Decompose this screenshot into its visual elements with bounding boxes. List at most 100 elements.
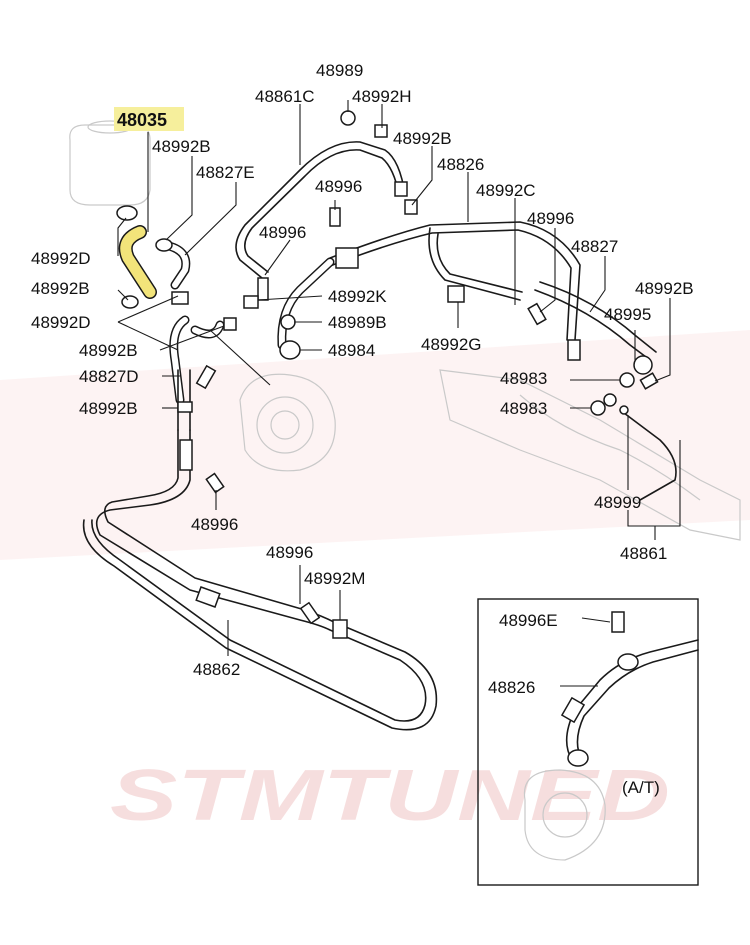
hose-48827d-b-inner bbox=[192, 322, 223, 337]
inset-pump-pulley-ghost bbox=[542, 792, 588, 838]
pipe-48862-outer bbox=[91, 429, 427, 722]
nut-48989 bbox=[340, 110, 356, 126]
lead-48827e bbox=[184, 182, 237, 256]
pump-pulley-inner-ghost bbox=[270, 410, 300, 440]
fitting-48983-b2 bbox=[603, 393, 617, 407]
gear-housing-ghost-2 bbox=[519, 394, 701, 501]
washer-48989b bbox=[280, 314, 296, 330]
bolt-48996-top bbox=[329, 207, 341, 227]
fitting-48984 bbox=[279, 340, 301, 360]
clamp-48992b-left2 bbox=[223, 317, 237, 331]
label-48861c: 48861C bbox=[255, 87, 315, 106]
lead-48992b-top bbox=[165, 156, 193, 241]
watermark-text: STMTUNED bbox=[110, 756, 670, 836]
pipe-48826-3 bbox=[428, 227, 521, 301]
background-components bbox=[69, 120, 741, 861]
label-48996-low: 48996 bbox=[191, 515, 238, 534]
label-48989b: 48989B bbox=[328, 313, 387, 332]
label-48827e: 48827E bbox=[196, 163, 255, 182]
clip-48992m bbox=[332, 619, 348, 639]
hose-48827-2 bbox=[539, 281, 657, 353]
clip-48826-body bbox=[335, 247, 359, 269]
leader-lines bbox=[117, 100, 681, 656]
label-48996e: 48996E bbox=[499, 611, 558, 630]
label-48861: 48861 bbox=[620, 544, 667, 563]
pipe-48861c-2 bbox=[244, 149, 400, 273]
pipe-48861 bbox=[619, 409, 677, 501]
label-48999: 48999 bbox=[594, 493, 641, 512]
lead-48992b-far-right bbox=[654, 298, 671, 382]
clamp-48992d-mid bbox=[171, 291, 189, 305]
clamp-48992b-left3 bbox=[177, 401, 193, 413]
fitting-48995 bbox=[633, 355, 653, 375]
lead-48996-right bbox=[539, 228, 556, 313]
lead-48992d-top bbox=[117, 217, 127, 256]
gear-housing-ghost bbox=[439, 369, 741, 541]
label-48992b-left2: 48992B bbox=[79, 341, 138, 360]
label-48992b-left: 48992B bbox=[31, 279, 90, 298]
lead-48996-mid bbox=[264, 239, 291, 276]
label-48826: 48826 bbox=[437, 155, 484, 174]
label-48035: 48035 bbox=[117, 110, 167, 130]
label-48992m: 48992M bbox=[304, 569, 365, 588]
label-48996-right: 48996 bbox=[527, 209, 574, 228]
bolt-48996-mid bbox=[257, 277, 269, 301]
lead-48992d-mid bbox=[117, 295, 179, 323]
label-48992k: 48992K bbox=[328, 287, 387, 306]
clip-48827d-end bbox=[195, 364, 217, 390]
label-48995: 48995 bbox=[604, 305, 651, 324]
inset-at: (A/T) bbox=[477, 598, 699, 886]
clamp-48992b-top bbox=[155, 238, 173, 252]
lead-48992b-left2 bbox=[159, 325, 225, 351]
label-48992b-top: 48992B bbox=[152, 137, 211, 156]
label-48989: 48989 bbox=[316, 61, 363, 80]
pipe-48826-4 bbox=[436, 233, 523, 293]
label-48992b-left3: 48992B bbox=[79, 399, 138, 418]
lead-48992b-left bbox=[117, 289, 129, 301]
inset-bolt-48996e bbox=[611, 611, 625, 633]
inset-hose-48826 bbox=[565, 639, 699, 761]
seal-48999 bbox=[619, 405, 629, 415]
pump-ghost bbox=[239, 373, 336, 472]
pump-pulley-ghost bbox=[256, 396, 314, 454]
label-48992b-right-top: 48992B bbox=[393, 129, 452, 148]
hoses bbox=[82, 141, 677, 731]
label-48983-a: 48983 bbox=[500, 369, 547, 388]
highlight-48035 bbox=[114, 107, 184, 131]
watermark-swoosh bbox=[0, 330, 750, 560]
label-48862: 48862 bbox=[193, 660, 240, 679]
label-48996-mid: 48996 bbox=[259, 223, 306, 242]
inset-pump-ghost bbox=[523, 769, 606, 861]
hose-48827d-inner bbox=[170, 317, 188, 403]
label-48992c: 48992C bbox=[476, 181, 536, 200]
label-48992d-mid: 48992D bbox=[31, 313, 91, 332]
bracket-48992k bbox=[243, 295, 259, 309]
label-48992h: 48992H bbox=[352, 87, 412, 106]
label-48984: 48984 bbox=[328, 341, 375, 360]
inset-hose-48826-2 bbox=[576, 649, 699, 761]
pipe-48862-clamp bbox=[195, 586, 221, 608]
clip-48992h bbox=[374, 124, 388, 138]
clamp-48992d bbox=[116, 205, 138, 221]
lead-48992d-mid-b bbox=[117, 321, 179, 351]
pipe-48861-end bbox=[567, 339, 581, 361]
pipe-48861c bbox=[235, 141, 406, 279]
lead-48827 bbox=[589, 256, 606, 313]
lead-48992b-right-top bbox=[411, 146, 433, 206]
bolt-48996-bottom bbox=[299, 601, 321, 625]
label-48996-bottom: 48996 bbox=[266, 543, 313, 562]
lead-48861 bbox=[627, 440, 681, 527]
inset-fitting bbox=[567, 749, 589, 767]
oring-48983-a bbox=[619, 372, 635, 388]
clamp-48992b-far-right bbox=[639, 372, 659, 390]
label-48992b-far-right: 48992B bbox=[635, 279, 694, 298]
hose-48984-inner bbox=[278, 259, 333, 348]
hose-48035-fill bbox=[120, 226, 156, 298]
inset-label: (A/T) bbox=[622, 778, 660, 797]
inset-clip bbox=[617, 653, 639, 671]
hose-48827 bbox=[534, 289, 651, 361]
pipe-48826-2 bbox=[329, 229, 572, 341]
reservoir-ghost bbox=[69, 124, 151, 206]
clamp-48992c bbox=[404, 199, 418, 215]
